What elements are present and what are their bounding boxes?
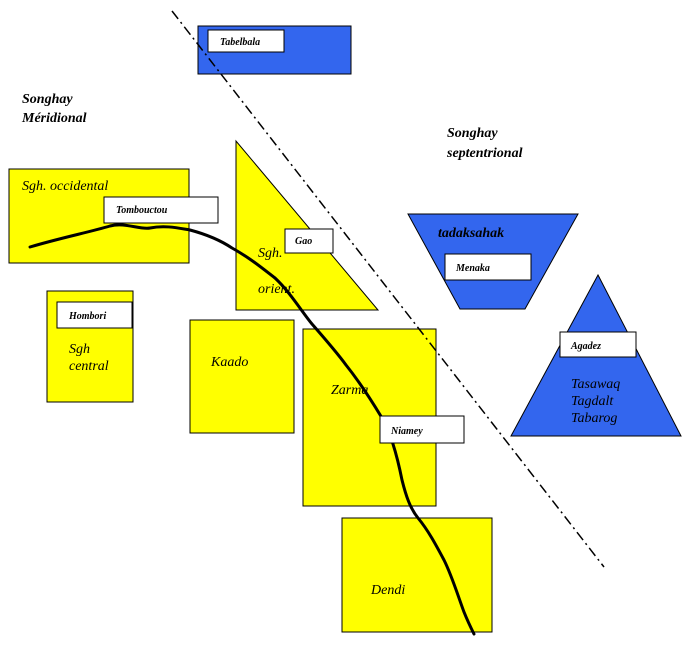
dendi-region	[341, 517, 493, 633]
septentrional-heading-line1: Songhay	[447, 126, 498, 141]
kaado-region	[189, 319, 295, 434]
city-tabelbala-label: Tabelbala	[220, 37, 260, 48]
dendi-label: Dendi	[370, 583, 405, 598]
city-tabelbala: Tabelbala	[207, 29, 285, 53]
kaado-label: Kaado	[210, 355, 248, 370]
city-niamey-label: Niamey	[390, 426, 423, 437]
city-tombouctou-label: Tombouctou	[116, 205, 168, 216]
city-menaka: Menaka	[444, 253, 532, 281]
city-gao: Gao	[284, 228, 334, 254]
city-niamey: Niamey	[379, 415, 465, 444]
meridional-heading-line2: Méridional	[21, 111, 87, 126]
central-label-line2: central	[69, 359, 109, 374]
meridional-heading-line1: Songhay	[22, 92, 73, 107]
oriental-region	[235, 139, 380, 311]
septentrional-heading-line2: septentrional	[446, 146, 523, 161]
dialect-boundary-line	[171, 10, 605, 568]
oriental-label-line2: orient.	[258, 282, 295, 297]
city-agadez: Agadez	[559, 331, 637, 358]
oriental-label-line1: Sgh.	[258, 246, 283, 261]
city-hombori: Hombori	[56, 301, 133, 329]
niger-river	[28, 223, 476, 636]
city-hombori-label: Hombori	[68, 311, 106, 322]
tadaksahak-label: tadaksahak	[438, 226, 504, 241]
occidental-label: Sgh. occidental	[22, 179, 108, 194]
agadez-lang-line3: Tabarog	[571, 411, 617, 426]
city-tombouctou: Tombouctou	[103, 196, 219, 224]
zarma-label: Zarma	[331, 383, 368, 398]
city-agadez-label: Agadez	[570, 341, 601, 352]
city-gao-label: Gao	[295, 236, 312, 247]
agadez-lang-line1: Tasawaq	[571, 377, 620, 392]
agadez-lang-line2: Tagdalt	[571, 394, 614, 409]
central-label-line1: Sgh	[69, 342, 90, 357]
city-menaka-label: Menaka	[455, 263, 490, 274]
